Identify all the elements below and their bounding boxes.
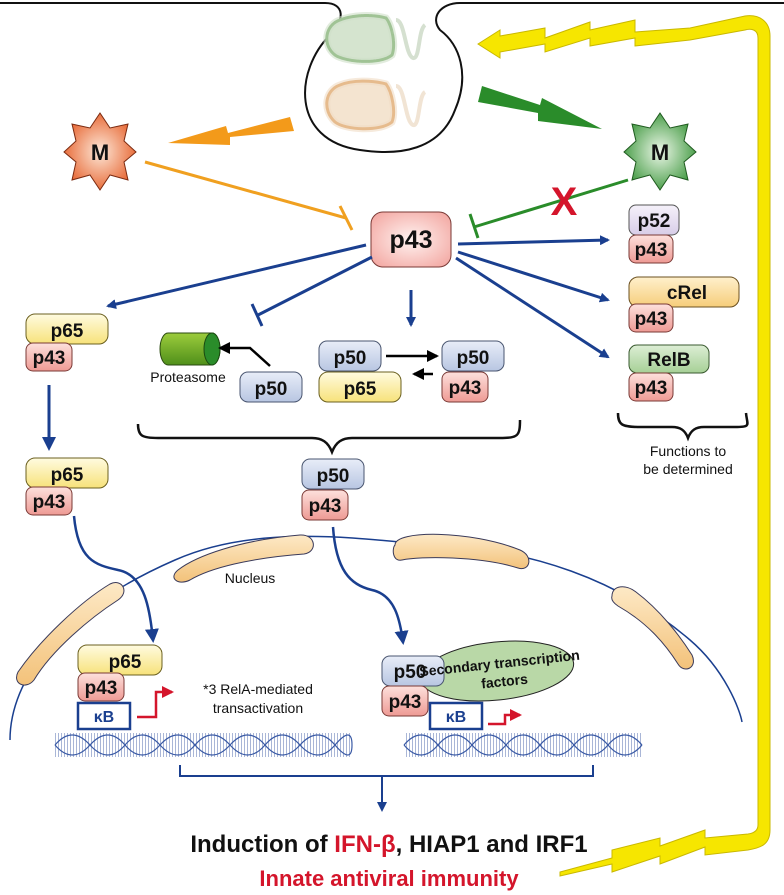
p43-label: p43 [635, 378, 668, 399]
transcription-arrow-left [137, 686, 174, 719]
orange-inhibition-bar [338, 205, 354, 231]
macrophage-green: M [623, 112, 697, 191]
macrophage-star-green [623, 112, 697, 191]
complex-p52-p43: p52 p43 [628, 204, 680, 264]
green-activation-arrow [478, 86, 602, 129]
p43-label: p43 [635, 240, 668, 261]
outcome-suffix: , HIAP1 and IRF1 [396, 831, 588, 858]
p65-label: p65 [109, 652, 142, 673]
inhibition-block-x: X [551, 180, 578, 224]
outcome-subtitle: Innate antiviral immunity [259, 866, 519, 891]
nuclear-pore [16, 582, 125, 686]
p43-label: p43 [33, 348, 66, 369]
p43-label: p43 [389, 692, 422, 713]
outcome-line: Induction of IFN-β, HIAP1 and IRF1 [190, 831, 587, 858]
orange-activation-arrow [168, 117, 294, 145]
complex-p50-p43-middle: p50 p43 [301, 458, 365, 521]
p50-label: p50 [394, 662, 427, 683]
transcription-arrow-right [488, 709, 522, 726]
nuclear-pore [611, 586, 694, 670]
rela-note-line2: transactivation [213, 700, 303, 716]
arrow-p43-to-crel [457, 250, 610, 303]
macrophage-label-right: M [651, 140, 669, 165]
arrow-p43-to-p52 [457, 235, 610, 246]
kb-site-label-left: κB [94, 709, 114, 726]
arrow-p50-into-nucleus [331, 526, 409, 645]
macrophage-star-orange [63, 112, 137, 191]
complex-relb-p43: RelB p43 [628, 344, 710, 402]
functions-caption-line1: Functions to [650, 443, 726, 459]
engulfed-bacterium-green [323, 12, 427, 65]
dimer-p50-p65: p50 p65 [318, 340, 402, 403]
p43-label: p43 [309, 496, 342, 517]
complex-p65-p43-cytoplasm: p65 p43 [25, 313, 109, 372]
p50-label: p50 [457, 348, 490, 369]
inhibit-p43-proteasome-bar [250, 303, 264, 327]
kb-site-box-left [76, 701, 132, 731]
green-inhibition-bar [468, 213, 480, 239]
nuclear-pore [173, 534, 314, 583]
p43-label: p43 [33, 492, 66, 513]
macrophage-orange: M [63, 112, 137, 191]
engulfed-bacterium-orange [323, 77, 427, 133]
feedback-lightning-arrow [477, 15, 771, 877]
secondary-tf-line2: factors [480, 671, 528, 692]
p43-central-label: p43 [389, 226, 432, 254]
green-inhibition-line [473, 178, 629, 229]
orange-inhibition-line [144, 160, 347, 220]
macrophage-label-left: M [91, 140, 109, 165]
proteasome [159, 332, 221, 366]
outcome-ifn-beta: IFN-β [334, 831, 395, 858]
p50-free-box [239, 371, 303, 403]
p65-label: p65 [51, 321, 84, 342]
inhibit-p43-proteasome [257, 255, 373, 317]
brace-middle [136, 419, 522, 456]
functions-caption-line2: be determined [643, 461, 733, 477]
relb-label: RelB [647, 350, 690, 371]
kb-site-label-right: κB [446, 709, 466, 726]
arrow-p50-to-proteasome [218, 342, 271, 367]
nuclear-pore [392, 533, 530, 570]
arrow-p65-into-nucleus [72, 515, 159, 643]
p43-label: p43 [635, 309, 668, 330]
p50-label: p50 [317, 466, 350, 487]
p50-label: p50 [334, 348, 367, 369]
brace-right [616, 412, 749, 442]
convergence-bracket [179, 765, 594, 777]
p65-label: p65 [344, 379, 377, 400]
dna-helix-right [403, 733, 643, 757]
p50-free-label: p50 [255, 379, 288, 400]
crel-label: cRel [667, 283, 707, 304]
p65-label: p65 [51, 465, 84, 486]
proteasome-label: Proteasome [150, 369, 226, 385]
arrow-p43-to-relb [455, 256, 610, 359]
complex-crel-p43: cRel p43 [628, 276, 740, 333]
complex-p65-p43-second: p65 p43 [25, 457, 109, 516]
nuclear-complex-p65-p43: p65 p43 [77, 644, 163, 702]
outcome-prefix: Induction of [190, 831, 334, 858]
p52-label: p52 [638, 211, 671, 232]
p43-label: p43 [85, 678, 118, 699]
nucleus-label: Nucleus [225, 570, 276, 586]
nuclear-complex-p50-p43: p50 p43 [381, 655, 445, 717]
arrow-p43-to-p65 [106, 243, 367, 310]
dimer-p50-p43: p50 p43 [441, 340, 505, 403]
dna-helix-left [54, 733, 353, 757]
kb-site-box-right [428, 701, 484, 731]
p43-label: p43 [449, 378, 482, 399]
nuclear-pores [16, 533, 694, 686]
rela-note-line1: *3 RelA-mediated [203, 681, 313, 697]
p43-central-box [370, 211, 452, 268]
